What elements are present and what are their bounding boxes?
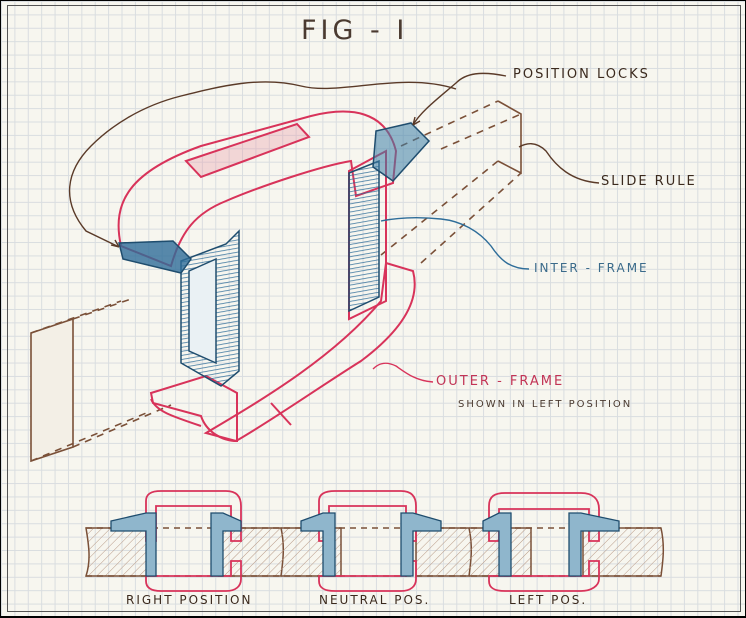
- view-left-position: [482, 492, 620, 592]
- figure-title: FIG - I: [301, 15, 409, 46]
- inter-frame: [118, 122, 431, 387]
- label-neutral-position: NEUTRAL POS.: [319, 593, 431, 607]
- label-right-position: RIGHT POSITION: [126, 593, 253, 607]
- label-inter-frame: INTER - FRAME: [534, 261, 649, 275]
- leader-lines: [68, 72, 600, 383]
- label-outer-frame: OUTER - FRAME: [436, 374, 565, 389]
- label-left-position: LEFT POS.: [509, 593, 588, 607]
- view-neutral: [300, 490, 442, 592]
- label-shown-position: SHOWN IN LEFT POSITION: [458, 399, 633, 410]
- slide-rule: [30, 100, 522, 463]
- view-right-position: [110, 490, 242, 592]
- label-position-locks: POSITION LOCKS: [513, 67, 650, 82]
- section-views: [84, 490, 665, 592]
- label-slide-rule: SLIDE RULE: [601, 174, 697, 189]
